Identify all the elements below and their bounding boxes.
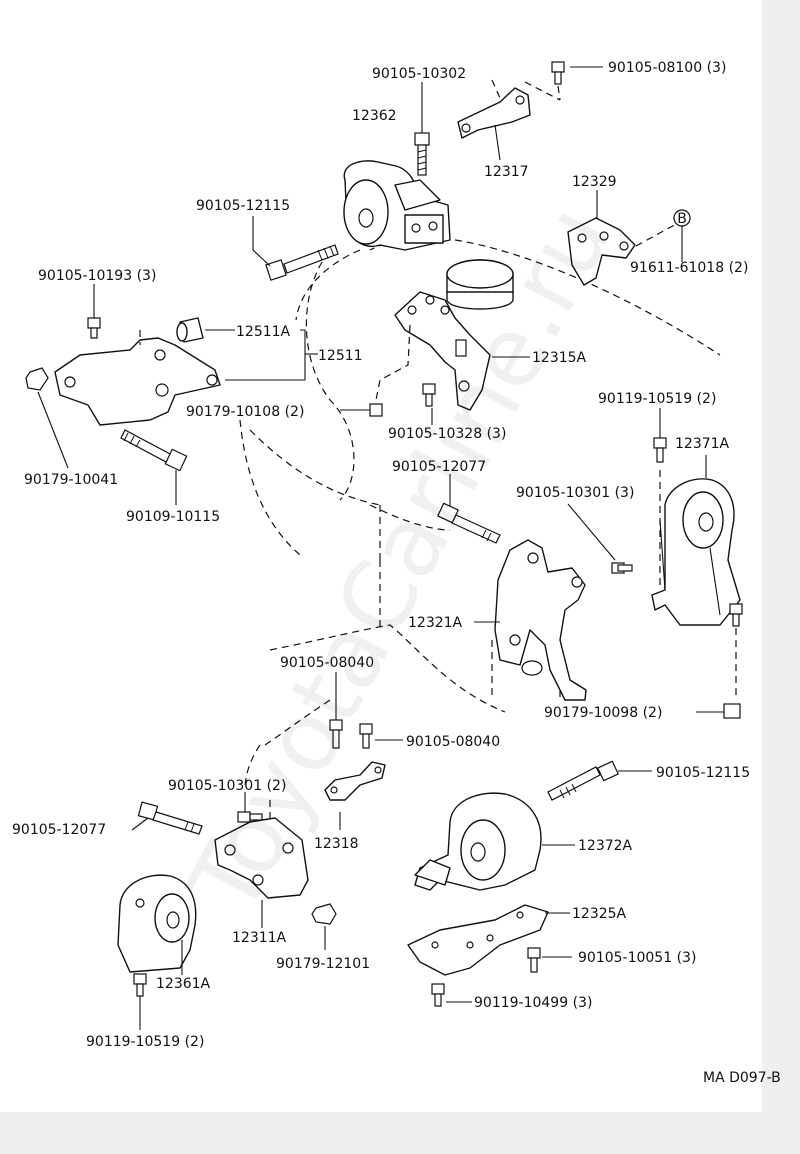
bracket-12329 xyxy=(567,190,681,286)
label-12361A: 12361A xyxy=(156,976,211,992)
bolt-90105-10301-right xyxy=(567,503,633,574)
label-90105-12115-bottom: 90105-12115 xyxy=(656,765,750,781)
callout-b-letter: B xyxy=(677,211,687,227)
bolt-90105-12077-mid xyxy=(436,474,501,544)
plate-12325A xyxy=(407,904,570,976)
label-90105-08040-a: 90105-08040 xyxy=(280,655,374,671)
mount-12362 xyxy=(343,160,451,251)
engine-plug-cylinder xyxy=(446,259,514,310)
mount-12361A xyxy=(117,874,197,975)
label-12321A: 12321A xyxy=(408,615,463,631)
label-90119-10519-left: 90119-10519 (2) xyxy=(86,1034,204,1050)
mount-12371A xyxy=(651,455,741,700)
bottom-margin-strip xyxy=(0,1112,800,1154)
nut-90179-10108 xyxy=(340,403,383,417)
bolt-90119-10519-left xyxy=(133,973,147,1030)
bolt-90105-08040-a xyxy=(329,672,343,749)
collar-12511A xyxy=(176,317,235,343)
bolt-90105-10328 xyxy=(422,383,436,425)
bracket-12311A xyxy=(214,817,309,928)
bracket-12317 xyxy=(457,79,561,161)
label-90105-10051: 90105-10051 (3) xyxy=(578,950,696,966)
diagram-code: MA D097-B xyxy=(703,1070,781,1086)
label-90105-10301-left: 90105-10301 (2) xyxy=(168,778,286,794)
bolt-90109-10115 xyxy=(120,429,188,505)
label-90105-10302: 90105-10302 xyxy=(372,66,466,82)
nut-90179-10098 xyxy=(696,703,741,719)
label-12511A: 12511A xyxy=(236,324,291,340)
label-90105-12115-top: 90105-12115 xyxy=(196,198,290,214)
callout-B: B xyxy=(673,209,691,262)
label-12317: 12317 xyxy=(484,164,529,180)
label-90109-10115: 90109-10115 xyxy=(126,509,220,525)
bolt-under-12371A xyxy=(729,603,743,627)
label-90105-10301-right: 90105-10301 (3) xyxy=(516,485,634,501)
label-90105-12077-mid: 90105-12077 xyxy=(392,459,486,475)
bolt-90105-12077-left xyxy=(131,801,203,835)
bolt-90105-10193 xyxy=(87,284,141,345)
bolt-90105-12115-bottom xyxy=(547,760,652,801)
label-12318: 12318 xyxy=(314,836,359,852)
bracket-12315A xyxy=(374,291,530,411)
label-90119-10519-right: 90119-10519 (2) xyxy=(598,391,716,407)
nut-90179-10041 xyxy=(25,367,69,469)
bracket-12321A xyxy=(474,539,587,701)
bolt-90105-10301-left xyxy=(237,792,271,823)
bolt-90119-10519-right xyxy=(653,408,667,463)
label-90105-08100: 90105-08100 (3) xyxy=(608,60,726,76)
label-12311A: 12311A xyxy=(232,930,287,946)
label-12315A: 12315A xyxy=(532,350,587,366)
bolt-90105-10051 xyxy=(527,947,572,973)
right-margin-strip xyxy=(762,0,800,1154)
label-12362: 12362 xyxy=(352,108,397,124)
label-12371A: 12371A xyxy=(675,436,730,452)
bracket-12511 xyxy=(54,329,318,426)
engine-outline xyxy=(239,236,721,791)
label-90179-10041: 90179-10041 xyxy=(24,472,118,488)
label-90105-10328: 90105-10328 (3) xyxy=(388,426,506,442)
bolt-90105-10302 xyxy=(414,82,430,176)
label-90105-12077-left: 90105-12077 xyxy=(12,822,106,838)
bolt-90105-12115-top xyxy=(252,216,339,281)
bolt-90119-10499 xyxy=(431,983,472,1007)
label-12372A: 12372A xyxy=(578,838,633,854)
nut-90179-12101 xyxy=(311,903,337,950)
label-12511: 12511 xyxy=(318,348,363,364)
mount-12372A xyxy=(414,792,575,891)
part-labels: 90105-10302 90105-08100 (3) 12362 12317 … xyxy=(12,60,781,1086)
label-90179-10108: 90179-10108 (2) xyxy=(186,404,304,420)
bracket-12318 xyxy=(324,761,386,830)
label-91611-61018: 91611-61018 (2) xyxy=(630,260,748,276)
bolt-90105-08040-b xyxy=(359,723,403,749)
label-90119-10499: 90119-10499 (3) xyxy=(474,995,592,1011)
label-90179-12101: 90179-12101 xyxy=(276,956,370,972)
label-90105-08040-b: 90105-08040 xyxy=(406,734,500,750)
label-90105-10193: 90105-10193 (3) xyxy=(38,268,156,284)
label-12329: 12329 xyxy=(572,174,617,190)
bolt-90105-08100 xyxy=(551,61,603,101)
label-12325A: 12325A xyxy=(572,906,627,922)
label-90179-10098: 90179-10098 (2) xyxy=(544,705,662,721)
